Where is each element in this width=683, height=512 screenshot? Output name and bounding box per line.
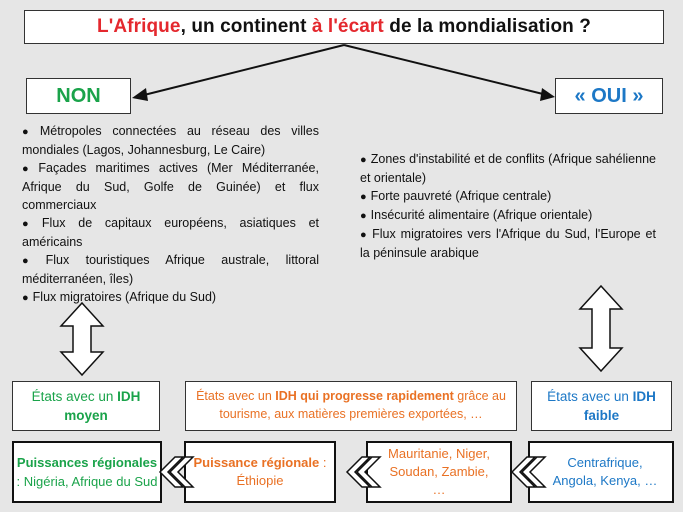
non-label: NON xyxy=(56,84,101,107)
mauritanie-text: Mauritanie, Niger, Soudan, Zambie, … xyxy=(388,446,490,497)
idh-faible-prefix: États avec un xyxy=(547,389,633,404)
title-continent: , un continent xyxy=(180,16,312,37)
oui-item: Insécurité alimentaire (Afrique oriental… xyxy=(360,206,656,225)
non-item: Flux migratoires (Afrique du Sud) xyxy=(22,288,319,307)
idh-moyen-prefix: États avec un xyxy=(31,389,118,404)
idh-progresse-box: États avec un IDH qui progresse rapideme… xyxy=(185,381,517,431)
idh-moyen-box: États avec un IDH moyen xyxy=(12,381,160,431)
oui-item: Flux migratoires vers l'Afrique du Sud, … xyxy=(360,225,656,262)
ethiopie-sep: : xyxy=(319,455,327,470)
oui-box: « OUI » xyxy=(555,78,663,114)
ethiopie-line1: Puissance régionale : xyxy=(194,454,327,472)
oui-argument-list: Zones d'instabilité et de conflits (Afri… xyxy=(360,150,656,262)
puissances-box: Puissances régionales : Nigéria, Afrique… xyxy=(12,441,162,503)
title-africa: L'Afrique xyxy=(97,16,181,37)
puissances-rest: : Nigéria, Afrique du Sud xyxy=(16,474,158,489)
double-arrow-right xyxy=(578,284,624,373)
non-item: Métropoles connectées au réseau des vill… xyxy=(22,122,319,159)
non-item: Façades maritimes actives (Mer Méditerra… xyxy=(22,159,319,214)
ethiopie-country: Éthiopie xyxy=(236,473,284,488)
centrafrique-text: Centrafrique, Angola, Kenya, … xyxy=(552,455,658,488)
oui-label: « OUI » xyxy=(574,84,644,107)
mauritanie-box: Mauritanie, Niger, Soudan, Zambie, … xyxy=(366,441,512,503)
idh-moyen-line1: États avec un IDH xyxy=(32,387,141,406)
idh-faible-line1: États avec un IDH xyxy=(547,387,656,406)
puissances-text: Puissances régionales : Nigéria, Afrique… xyxy=(14,453,160,491)
idh-moyen-level: moyen xyxy=(64,408,108,423)
oui-item: Zones d'instabilité et de conflits (Afri… xyxy=(360,150,656,187)
idh-progresse-prefix: États avec un xyxy=(196,389,276,403)
title-ecart: à l'écart xyxy=(311,16,384,37)
non-item: Flux de capitaux européens, asiatiques e… xyxy=(22,214,319,251)
ethiopie-box: Puissance régionale : Éthiopie xyxy=(184,441,336,503)
idh-progresse-suffix: grâce au tourisme, aux matières première… xyxy=(219,389,506,421)
non-argument-list: Métropoles connectées au réseau des vill… xyxy=(22,122,319,307)
oui-item: Forte pauvreté (Afrique centrale) xyxy=(360,187,656,206)
ethiopie-label: Puissance régionale xyxy=(193,455,320,470)
non-box: NON xyxy=(26,78,131,114)
arrow-to-oui-head xyxy=(540,88,555,101)
puissances-label: Puissances régionales xyxy=(16,455,158,470)
non-item: Flux touristiques Afrique australe, litt… xyxy=(22,251,319,288)
arrow-to-non xyxy=(139,44,345,97)
idh-moyen-idh: IDH xyxy=(117,389,141,404)
centrafrique-box: Centrafrique, Angola, Kenya, … xyxy=(528,441,674,503)
arrow-to-oui xyxy=(343,44,548,96)
title-mondialisation: de la mondialisation ? xyxy=(383,16,591,37)
idh-faible-level: faible xyxy=(583,408,620,423)
main-question-title: L'Afrique, un continent à l'écart de la … xyxy=(24,10,664,44)
idh-progresse-highlight: IDH qui progresse rapidement xyxy=(275,389,454,403)
idh-faible-box: États avec un IDH faible xyxy=(531,381,672,431)
double-arrow-left xyxy=(59,301,105,377)
idh-faible-idh: IDH xyxy=(632,389,656,404)
arrow-to-non-head xyxy=(132,88,148,101)
